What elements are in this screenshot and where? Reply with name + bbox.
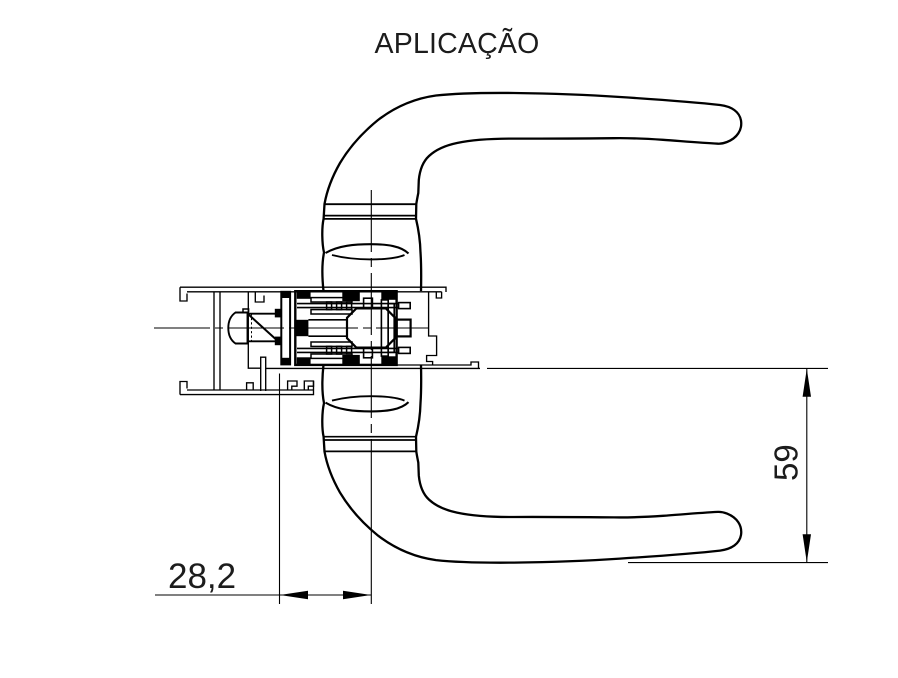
screw-head-outline — [227, 311, 249, 345]
mechanism-seal-corner-top-left — [296, 291, 311, 299]
lever-handle-bottom — [321, 363, 743, 564]
handle-mechanism-section — [274, 290, 412, 367]
mechanism-seal-bottom-right — [381, 356, 397, 365]
profile-wall-right — [425, 291, 438, 366]
mechanism-boss-top — [274, 308, 282, 318]
mechanism-seal-top-right — [381, 291, 397, 300]
arrowhead-top — [802, 368, 811, 397]
profile-shelf-upper — [396, 361, 480, 369]
mechanism-spring-cassette-bottom — [310, 341, 353, 360]
dimension-vertical: 59 — [487, 367, 828, 564]
lever-handle-top-shape — [321, 91, 743, 293]
bolt-tip — [397, 301, 412, 310]
profile-hook-bottom-mid-a — [286, 380, 298, 390]
cassette-tab — [345, 345, 353, 355]
cassette-tab — [335, 345, 343, 355]
mechanism-seal-bottom-left — [342, 354, 360, 365]
mechanism-retainer-bottom — [362, 346, 374, 359]
cassette-tab — [325, 345, 333, 355]
arrowhead-bottom — [802, 534, 811, 563]
cassette-tab — [325, 301, 333, 311]
dimension-vertical-label: 59 — [768, 444, 805, 481]
mechanism-seal-corner-bottom-left — [296, 357, 311, 365]
mechanism-spindle-nut — [395, 318, 412, 338]
profile-bottom-channel — [245, 382, 254, 390]
mechanism-flange-cap-top — [280, 291, 291, 298]
profile-hook-bottom-mid-b — [303, 380, 315, 390]
dimension-horizontal-label: 28,2 — [168, 557, 236, 596]
dimension-horizontal: 28,2 — [155, 373, 372, 604]
screw-break-diagonal-line — [247, 313, 279, 342]
mechanism-spindle-end-block — [295, 319, 309, 337]
mechanism-washer-plate-b — [387, 302, 396, 354]
screw-head-notch — [242, 308, 250, 313]
profile-hook-top-left — [179, 287, 188, 302]
mechanism-seal-top-left — [342, 291, 360, 302]
arrowhead-left — [279, 590, 308, 600]
lever-handle-top — [321, 91, 743, 293]
mechanism-retainer-top — [362, 297, 374, 310]
arrowhead-right — [343, 590, 371, 600]
profile-hook-bottom-left — [179, 380, 188, 395]
profile-lip-top-mid — [254, 291, 265, 303]
lever-handle-bottom-shape — [321, 363, 743, 564]
profile-top-outer-edge — [180, 286, 447, 292]
mechanism-flange-cap-bottom — [280, 357, 291, 365]
mechanism-boss-bottom — [274, 336, 282, 346]
profile-lip-top-right — [435, 291, 443, 299]
profile-inner-wall-mid — [247, 291, 261, 369]
drawing-title: APLICAÇÃO — [374, 28, 540, 60]
cassette-tab — [335, 301, 343, 311]
bolt-tip — [397, 346, 412, 355]
fixing-screw-assembly — [227, 308, 281, 345]
profile-groove-wall-a — [260, 356, 267, 391]
cassette-tab — [345, 301, 353, 311]
